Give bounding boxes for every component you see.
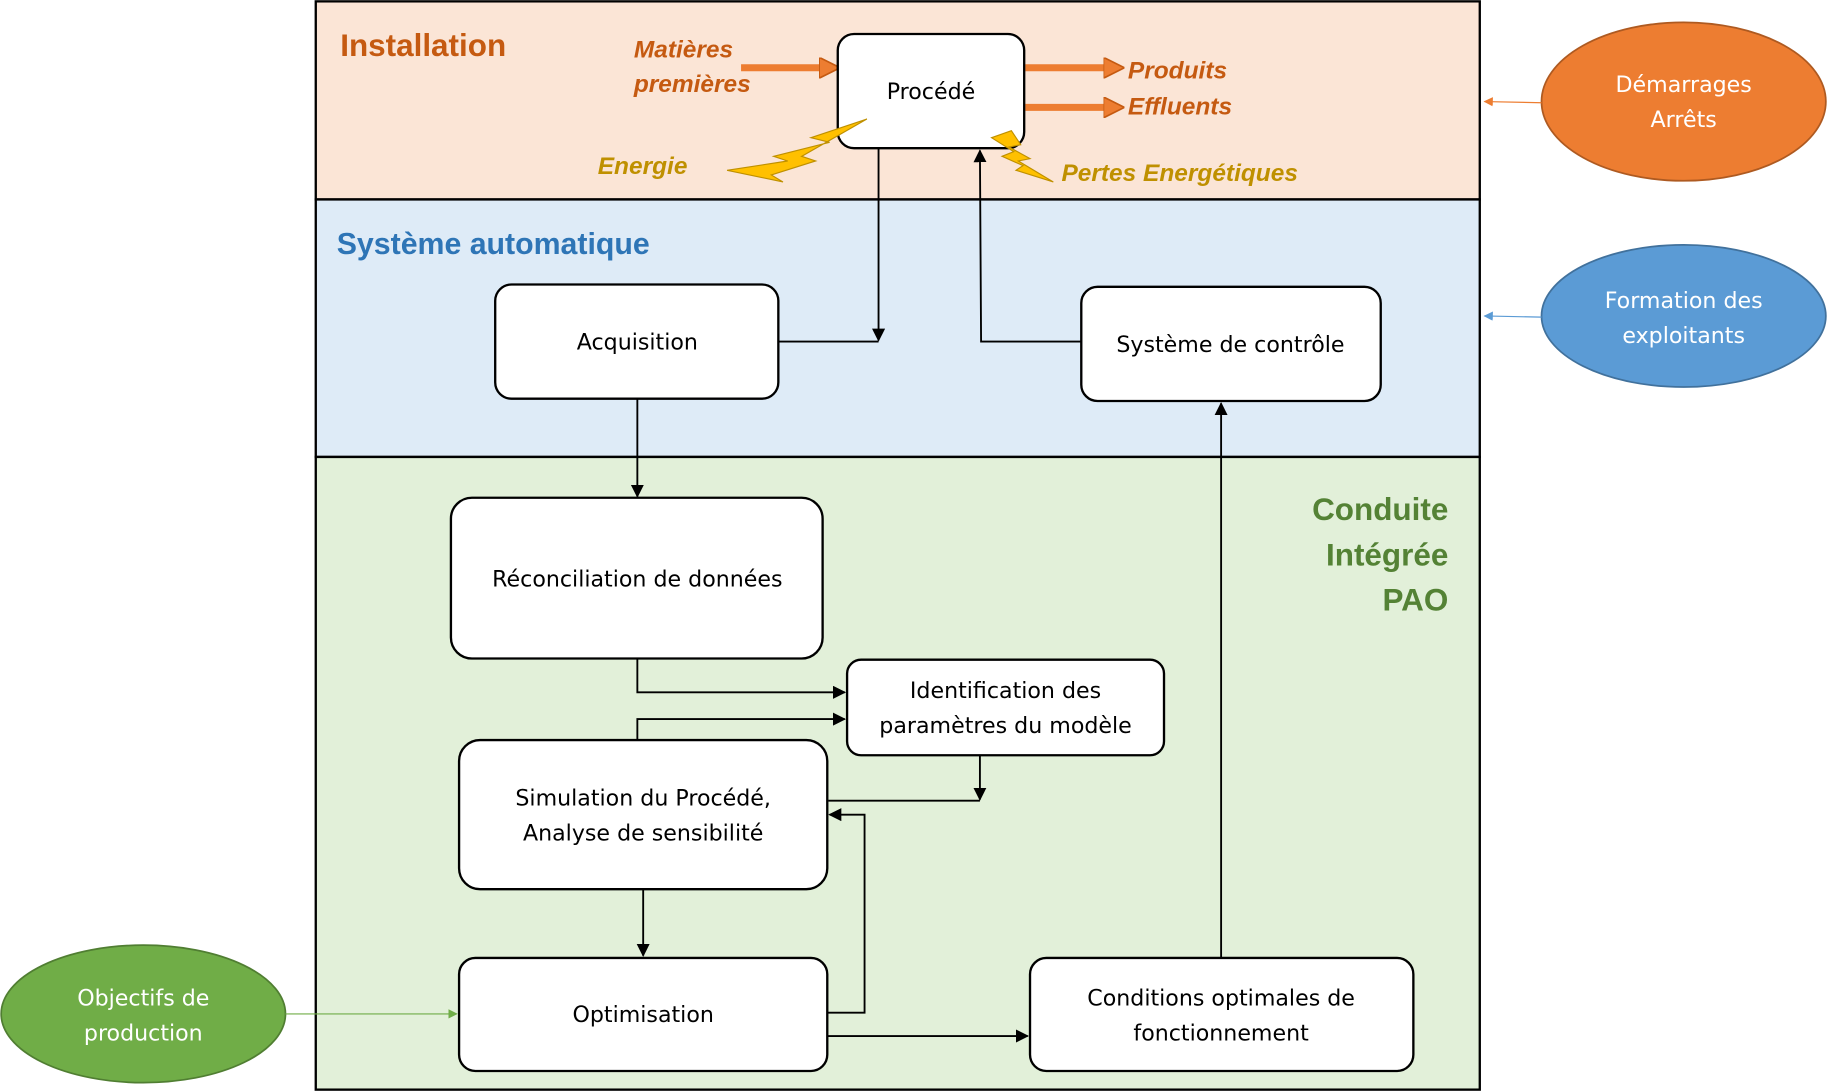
losses-lightning-icon [990, 129, 1054, 183]
label-pertes: Pertes Energétiques [1061, 160, 1297, 187]
formation-ellipse[interactable] [1540, 244, 1827, 388]
lane-title-automatique: Système automatique [337, 228, 650, 261]
lane-title-conduite-3: PAO [1383, 583, 1449, 618]
demarrages-label-2: Arrêts [1651, 107, 1717, 133]
formation-label-2: exploitants [1622, 323, 1745, 349]
conditions-box[interactable] [1028, 956, 1415, 1073]
connector-simulation-to-identification [636, 712, 847, 741]
reconciliation-label: Réconciliation de données [492, 566, 782, 592]
formation-arrow [1483, 311, 1542, 321]
label-energie: Energie [598, 153, 688, 180]
connector-reconciliation-to-identification [636, 658, 847, 699]
label-effluents: Effluents [1128, 93, 1232, 120]
controle-label: Système de contrôle [1116, 332, 1344, 358]
simulation-label-2: Analyse de sensibilité [523, 820, 763, 846]
identification-box[interactable] [845, 658, 1166, 757]
connector-controle-to-procede [973, 149, 1082, 343]
lane-title-conduite-2: Intégrée [1326, 537, 1448, 572]
conditions-label-2: fonctionnement [1133, 1021, 1309, 1047]
optimisation-box[interactable] [457, 956, 829, 1073]
formation-label-1: Formation des [1605, 288, 1763, 314]
lane-title-installation: Installation [340, 28, 506, 63]
process-box-label: Procédé [887, 79, 976, 105]
energy-lightning-icon [726, 118, 868, 183]
acquisition-label: Acquisition [577, 330, 698, 356]
objectifs-ellipse[interactable] [0, 944, 287, 1084]
label-matieres-2: premières [633, 71, 751, 98]
identification-label-2: paramètres du modèle [879, 713, 1131, 739]
identification-label-1: Identification des [910, 678, 1101, 704]
connector-optimisation-to-simulation [827, 808, 866, 1014]
controle-box[interactable] [1080, 285, 1382, 403]
objectifs-label-1: Objectifs de [77, 986, 209, 1012]
label-matieres-1: Matières [634, 36, 733, 63]
lane-title-conduite-1: Conduite [1312, 492, 1448, 527]
demarrages-ellipse[interactable] [1540, 21, 1827, 182]
conditions-label-1: Conditions optimales de [1087, 986, 1355, 1012]
demarrages-arrow [1483, 97, 1542, 107]
demarrages-label-1: Démarrages [1616, 72, 1752, 98]
label-produits: Produits [1128, 57, 1227, 84]
optimisation-label: Optimisation [572, 1002, 713, 1028]
simulation-box[interactable] [457, 738, 829, 891]
simulation-label-1: Simulation du Procédé, [515, 785, 771, 811]
objectifs-label-2: production [84, 1021, 203, 1047]
process-box[interactable] [836, 32, 1026, 150]
